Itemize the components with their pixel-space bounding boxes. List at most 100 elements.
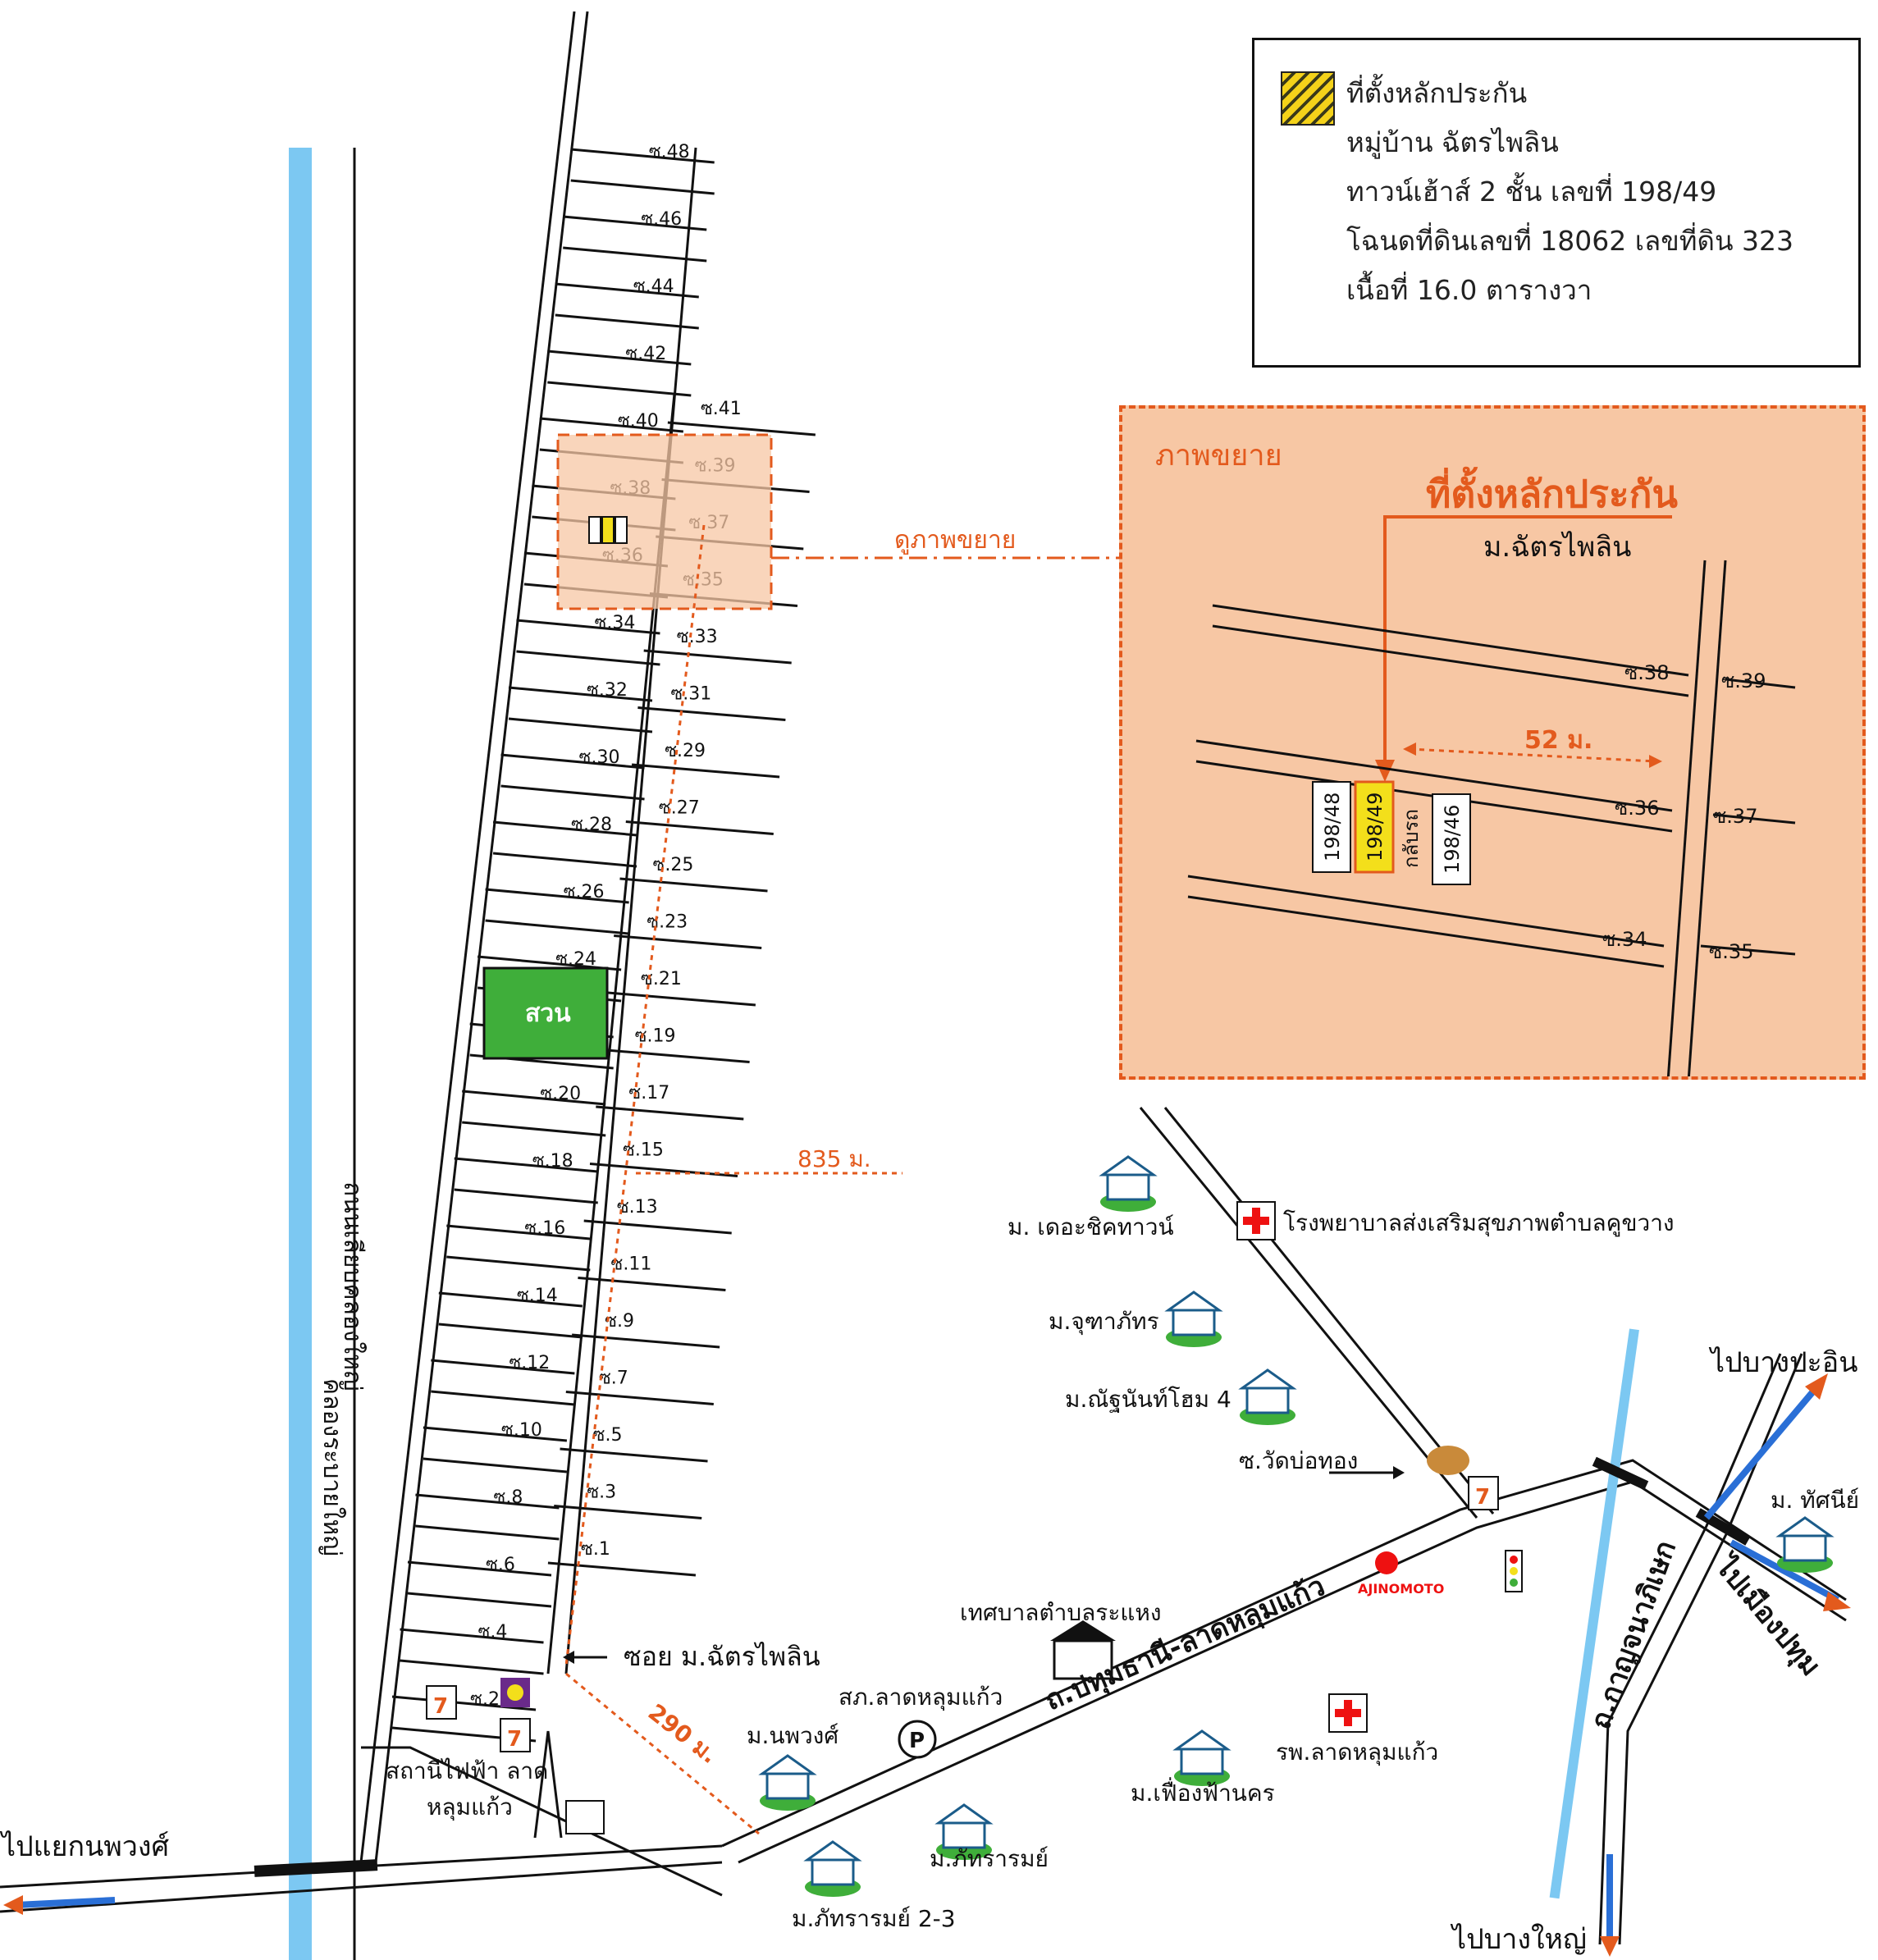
inner-road-edge: [564, 147, 697, 1674]
left-soi-line: [516, 650, 660, 666]
to-bang-yai-label: ไปบางใหญ่: [1450, 1923, 1587, 1956]
inset-turnaround-label: กลับรถ: [1400, 809, 1423, 868]
traffic-light-icon: [1505, 1550, 1523, 1592]
village-label: ม.เฟื่องฟ้านคร: [1131, 1777, 1275, 1807]
left-soi-line: [454, 1188, 598, 1204]
village-label: ม.นพวงศ์: [747, 1722, 838, 1749]
left-soi-label: ซ.18: [532, 1151, 573, 1172]
inset-distance-arrow-left: [1403, 742, 1416, 756]
right-soi-label: ซ.29: [665, 741, 706, 761]
left-soi-line: [539, 417, 683, 433]
left-soi-label: ซ.42: [625, 344, 666, 364]
bank-icon: [500, 1678, 530, 1707]
left-soi-line: [500, 784, 645, 801]
inset-soi-label: ซ.38: [1624, 661, 1669, 684]
left-soi-line: [462, 1121, 606, 1137]
right-soi-line: [589, 1163, 738, 1177]
right-soi-label: ซ.9: [605, 1311, 634, 1332]
khu-khwang-road-edge: [1163, 1107, 1495, 1515]
right-soi-line: [583, 1219, 732, 1235]
left-soi-label: ซ.24: [555, 949, 596, 970]
svg-text:7: 7: [507, 1727, 522, 1752]
legend-title: ที่ตั้งหลักประกัน: [1346, 77, 1528, 109]
left-soi-line: [431, 1390, 575, 1406]
svg-text:7: 7: [1475, 1485, 1490, 1510]
inset-road: [1187, 895, 1665, 968]
left-soi-label: ซ.26: [564, 882, 605, 902]
left-soi-label: ซ.44: [633, 276, 674, 297]
inset-road: [1195, 739, 1673, 812]
right-soi-label: ซ.25: [652, 855, 693, 875]
left-soi-label: ซ.30: [579, 747, 620, 768]
right-soi-line: [560, 1447, 708, 1463]
right-soi-label: ซ.5: [593, 1425, 623, 1446]
left-soi-label: ซ.14: [517, 1286, 558, 1306]
inset-distance-line: [1409, 747, 1656, 763]
municipality-label: เทศบาลตำบลระแหง: [960, 1599, 1162, 1626]
right-soi-line: [554, 1505, 702, 1519]
inset-title: ภาพขยาย: [1155, 439, 1282, 473]
right-soi-label: ซ.21: [641, 969, 682, 989]
legend-area: เนื้อที่ 16.0 ตารางวา: [1346, 274, 1592, 306]
to-nopphawong-label: ไปแยกนพวงศ์: [0, 1830, 169, 1863]
inset-distance-arrow-right: [1649, 755, 1662, 768]
left-soi-label: ซ.16: [524, 1218, 565, 1239]
hospital-label-1: โรงพยาบาลส่งเสริมสุขภาพตำบลคูขวาง: [1283, 1209, 1675, 1237]
village-house-icon: [1238, 1368, 1297, 1425]
collateral-marker: [588, 516, 601, 544]
power-tower-icon: [533, 1730, 605, 1839]
inset-pointer-head: [1375, 760, 1395, 782]
arrow-pathum: [1729, 1539, 1839, 1603]
left-soi-line: [492, 820, 637, 837]
dist-835-label: 835 ม.: [797, 1145, 871, 1172]
right-soi-line: [614, 934, 762, 949]
right-soi-line: [643, 649, 792, 665]
svg-text:P: P: [909, 1729, 925, 1753]
left-soi-label: ซ.4: [478, 1622, 508, 1642]
soi-wat-label: ซ.วัดบ่อทอง: [1239, 1447, 1358, 1474]
left-soi-line: [508, 686, 653, 702]
right-soi-label: ซ.3: [587, 1483, 616, 1503]
inset-soi-label: ซ.36: [1615, 797, 1659, 820]
left-soi-line: [400, 1628, 544, 1644]
right-soi-label: ซ.41: [701, 399, 742, 419]
canal-road-label: ถนนเลียบคลองใหญ่: [338, 1181, 367, 1391]
inset-road: [1666, 560, 1707, 1076]
soi-village-label: ซอย ม.ฉัตรไพลิน: [624, 1641, 820, 1672]
left-soi-label: ซ.20: [540, 1084, 581, 1104]
park-label: สวน: [525, 999, 571, 1028]
left-soi-label: ซ.32: [587, 680, 628, 701]
arrow-bang-pa-in-head: [1805, 1373, 1828, 1400]
hospital-icon: [1236, 1201, 1276, 1240]
village-label: ม. เดอะชิคทาวน์: [1008, 1213, 1174, 1240]
svg-text:7: 7: [433, 1694, 448, 1719]
left-soi-line: [446, 1255, 591, 1272]
left-soi-line: [570, 148, 715, 164]
inset-road: [1187, 875, 1665, 948]
left-soi-line: [407, 1592, 552, 1608]
village-house-icon: [803, 1840, 862, 1897]
inset-pointer: [1383, 515, 1401, 770]
left-soi-lines: ซ.48ซ.46ซ.44ซ.42ซ.40ซ.38ซ.36ซ.34ซ.32ซ.30…: [391, 142, 715, 1743]
left-soi-line: [454, 1157, 598, 1173]
inset-location-title: ที่ตั้งหลักประกัน: [1426, 466, 1678, 516]
left-soi-line: [431, 1359, 575, 1375]
right-soi-line: [571, 1333, 720, 1349]
right-soi-line: [596, 1105, 744, 1121]
left-soi-line: [438, 1291, 583, 1308]
left-soi-label: ซ.8: [493, 1487, 523, 1508]
village-house-icon: [934, 1803, 994, 1860]
left-soi-label: ซ.6: [486, 1555, 515, 1575]
see-enlarged-label: ดูภาพขยาย: [894, 526, 1016, 555]
left-soi-line: [407, 1560, 552, 1577]
collateral-swatch: [1281, 71, 1335, 126]
right-soi-label: ซ.33: [677, 627, 718, 647]
village-house-icon: [1775, 1516, 1835, 1573]
village-label: ม.ภัทรารมย์: [930, 1845, 1049, 1872]
left-soi-line: [508, 717, 653, 733]
inset-distance-label: 52 ม.: [1524, 726, 1592, 755]
right-soi-line: [565, 1391, 714, 1405]
left-soi-line: [485, 888, 629, 904]
right-soi-line: [667, 421, 816, 436]
